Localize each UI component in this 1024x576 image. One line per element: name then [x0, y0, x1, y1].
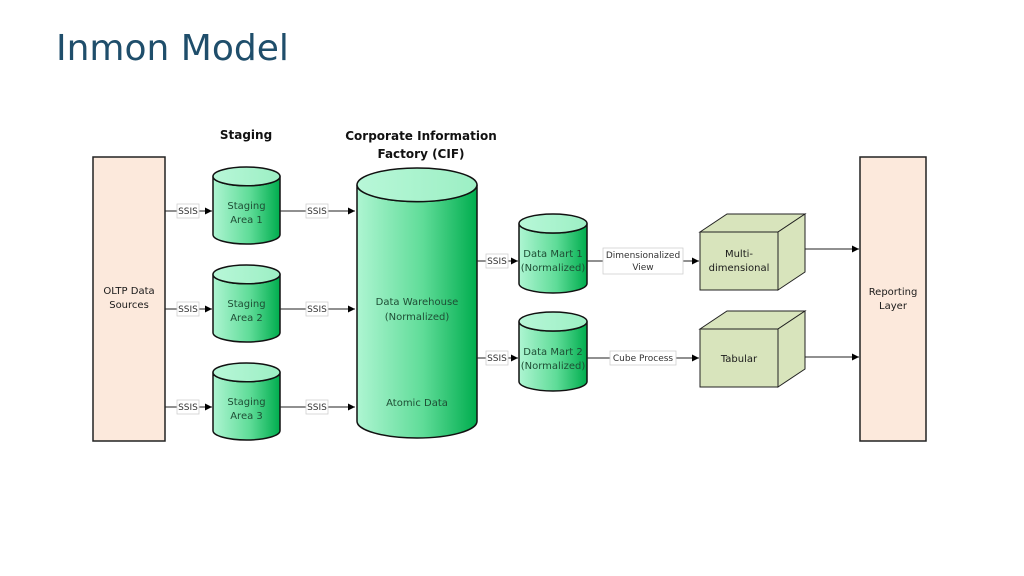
- data-mart-1-label: Data Mart 1: [523, 249, 582, 260]
- ssis-label-cif-1-text: SSIS: [487, 257, 507, 267]
- data-mart-2-label: Data Mart 2: [523, 347, 582, 358]
- oltp-label-line1: OLTP Data: [103, 286, 154, 297]
- staging-area-3-label: Area 3: [230, 411, 263, 422]
- cube-tabular: Tabular: [698, 310, 807, 388]
- oltp-sources-box: OLTP Data Sources: [92, 156, 166, 442]
- cube-label-line1: Multi-: [725, 249, 753, 260]
- staging-area-1-label: Area 1: [230, 215, 263, 226]
- ssis-label-staging-1: SSIS: [305, 203, 329, 219]
- reporting-label-line2: Layer: [879, 301, 908, 312]
- data-mart-2-label: (Normalized): [521, 361, 586, 372]
- cube-process-label-text: Cube Process: [613, 354, 674, 364]
- cube-label-line2: dimensional: [709, 263, 770, 274]
- staging-area-2-label: Staging: [227, 299, 265, 310]
- data-warehouse-label: Data Warehouse: [376, 297, 459, 308]
- ssis-label-staging-3: SSIS: [305, 399, 329, 415]
- staging-header: Staging: [220, 128, 272, 142]
- oltp-label-line2: Sources: [109, 300, 149, 311]
- ssis-label-source-3-text: SSIS: [178, 403, 198, 413]
- cif-header-line2: Factory (CIF): [377, 147, 464, 161]
- data-mart-1: Data Mart 1 (Normalized): [518, 213, 588, 294]
- ssis-label-source-3: SSIS: [176, 399, 200, 415]
- data-warehouse: Data Warehouse (Normalized) Atomic Data: [356, 167, 478, 439]
- staging-area-3-label: Staging: [227, 397, 265, 408]
- reporting-layer-box: Reporting Layer: [859, 156, 927, 442]
- data-warehouse-bottom-label: Atomic Data: [386, 398, 448, 409]
- page-title: Inmon Model: [56, 28, 289, 69]
- data-mart-1-label: (Normalized): [521, 263, 586, 274]
- ssis-label-source-1-text: SSIS: [178, 207, 198, 217]
- ssis-label-staging-2-text: SSIS: [307, 305, 327, 315]
- ssis-label-staging-1-text: SSIS: [307, 207, 327, 217]
- ssis-label-staging-3-text: SSIS: [307, 403, 327, 413]
- ssis-label-staging-2: SSIS: [305, 301, 329, 317]
- ssis-label-cif-2: SSIS: [485, 350, 509, 366]
- cube-label: Tabular: [720, 354, 758, 365]
- ssis-label-source-2-text: SSIS: [178, 305, 198, 315]
- staging-area-2-label: Area 2: [230, 313, 263, 324]
- ssis-label-source-2: SSIS: [176, 301, 200, 317]
- cube-process-label: Cube Process: [609, 350, 677, 366]
- ssis-label-source-1: SSIS: [176, 203, 200, 219]
- ssis-label-cif-1: SSIS: [485, 253, 509, 269]
- data-mart-2: Data Mart 2 (Normalized): [518, 311, 588, 392]
- cube-multi: Multi-dimensional: [698, 213, 807, 291]
- staging-area-1-label: Staging: [227, 201, 265, 212]
- dimensionalized-view-label-text: Dimensionalized: [606, 251, 680, 261]
- data-warehouse-label: (Normalized): [385, 312, 450, 323]
- cif-header-line1: Corporate Information: [345, 129, 497, 143]
- reporting-label-line1: Reporting: [869, 287, 918, 298]
- dimensionalized-view-label-text: View: [632, 263, 653, 273]
- ssis-label-cif-2-text: SSIS: [487, 354, 507, 364]
